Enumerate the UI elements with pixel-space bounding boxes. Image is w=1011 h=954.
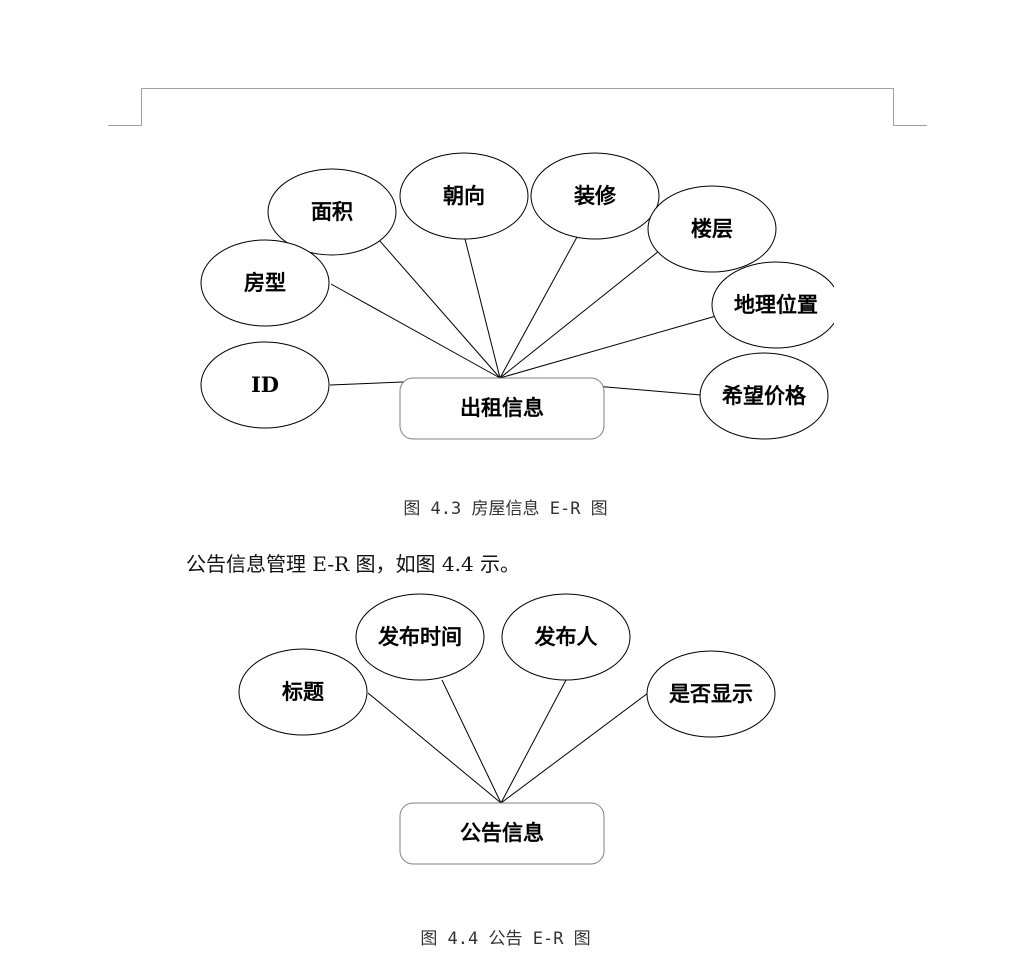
attribute-area: 面积 xyxy=(267,168,397,256)
attribute-floor: 楼层 xyxy=(647,185,777,273)
attribute-publisher: 发布人 xyxy=(501,593,631,681)
page-corner-mark-right xyxy=(893,88,894,126)
connector-line-publish-time xyxy=(441,679,502,804)
connector-line-title xyxy=(367,692,502,804)
attribute-label: 朝向 xyxy=(443,183,485,208)
attribute-id: ID xyxy=(200,341,330,429)
attribute-decoration: 装修 xyxy=(530,152,660,240)
page-corner-mark-left-horizontal xyxy=(108,125,142,126)
connector-line-publisher xyxy=(500,679,567,804)
connector-line-decoration xyxy=(499,236,578,379)
figure-caption-4-3: 图 4.3 房屋信息 E-R 图 xyxy=(403,499,608,519)
attribute-label: 希望价格 xyxy=(722,383,807,408)
entity-announcement: 公告信息 xyxy=(399,802,605,865)
connector-line-visible xyxy=(500,692,649,804)
attribute-label: 地理位置 xyxy=(734,292,818,317)
connector-line-location xyxy=(499,315,717,379)
attribute-location: 地理位置 xyxy=(711,261,834,349)
page-corner-mark-right-horizontal xyxy=(893,125,927,126)
connector-line-orientation xyxy=(464,238,501,379)
relationship-lines-1 xyxy=(329,236,717,396)
relationship-lines-2 xyxy=(367,679,649,804)
attribute-label: 发布人 xyxy=(534,624,598,649)
attribute-label: 面积 xyxy=(311,199,353,224)
connector-line-area xyxy=(378,239,501,379)
figure-caption-4-4: 图 4.4 公告 E-R 图 xyxy=(420,929,591,949)
attribute-layout: 房型 xyxy=(200,239,330,327)
entity-label: 公告信息 xyxy=(460,820,544,845)
attribute-orientation: 朝向 xyxy=(399,152,529,240)
paragraph-text: 公告信息管理 E-R 图，如图 4.4 示。 xyxy=(186,552,521,576)
attribute-label: 是否显示 xyxy=(669,681,753,706)
page-top-rule xyxy=(141,88,894,89)
attribute-label: 楼层 xyxy=(691,216,733,241)
attribute-label: 标题 xyxy=(282,679,325,704)
page-corner-mark-left xyxy=(141,88,142,126)
attribute-visible: 是否显示 xyxy=(646,650,776,738)
entity-label: 出租信息 xyxy=(460,395,544,420)
attribute-label: 房型 xyxy=(244,270,286,295)
attribute-price: 希望价格 xyxy=(699,352,829,440)
connector-line-floor xyxy=(499,250,660,379)
entity-rental-info: 出租信息 xyxy=(399,377,605,440)
attribute-label: 发布时间 xyxy=(377,624,462,649)
attribute-label: 装修 xyxy=(574,183,617,208)
connector-line-layout xyxy=(330,283,501,379)
attribute-label: ID xyxy=(251,372,279,397)
attribute-publish-time: 发布时间 xyxy=(355,593,485,681)
attribute-title: 标题 xyxy=(238,648,368,736)
